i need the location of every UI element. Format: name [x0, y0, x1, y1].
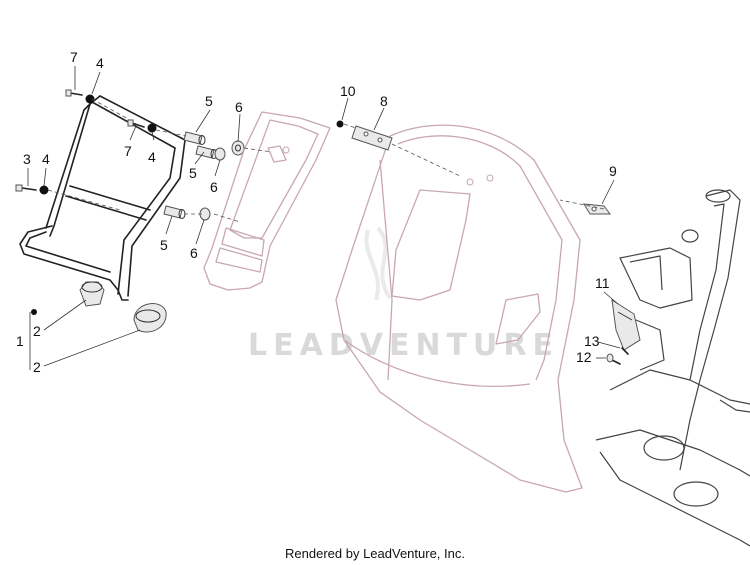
spacer-5-lower	[163, 205, 186, 219]
watermark-text: LEADVENTURE	[248, 328, 559, 363]
callout-12: 12	[576, 349, 592, 365]
nut-4-left	[39, 185, 49, 195]
screw-3	[15, 184, 37, 192]
callout-7-top: 7	[70, 49, 78, 65]
leg-shield	[335, 124, 583, 493]
clip-9	[583, 203, 611, 215]
callout-4-top: 4	[96, 55, 104, 71]
callout-4-left: 4	[42, 151, 50, 167]
callout-13: 13	[584, 333, 600, 349]
screw-7-top	[65, 89, 83, 97]
washer-6-upper	[231, 140, 245, 156]
callout-3: 3	[23, 151, 31, 167]
callout-4-middle: 4	[148, 149, 156, 165]
nut-4-middle	[147, 123, 157, 133]
leader-lines	[27, 66, 621, 370]
screw-7-middle	[127, 119, 145, 128]
callout-5-middle: 5	[189, 165, 197, 181]
bracket-8	[351, 125, 393, 151]
callout-11: 11	[595, 275, 610, 291]
nut-10	[336, 120, 344, 128]
front-horn-cover	[203, 111, 331, 291]
callout-5-top: 5	[205, 93, 213, 109]
callout-6-top: 6	[235, 99, 243, 115]
bracket-11	[611, 299, 641, 351]
washer-6-middle	[214, 147, 226, 161]
callout-2-lower: 2	[33, 359, 41, 375]
callout-2-upper: 2	[33, 323, 41, 339]
rubber-buffer-upper	[79, 281, 105, 307]
spacer-5-upper	[183, 131, 206, 145]
callout-5-lower: 5	[160, 237, 168, 253]
screw-12	[606, 353, 621, 365]
assembly-lines	[47, 98, 605, 223]
callout-10: 10	[340, 83, 356, 99]
nut-4-top	[85, 94, 95, 104]
callout-6-lower: 6	[190, 245, 198, 261]
scooter-chassis-frame	[595, 189, 750, 547]
callout-7-middle: 7	[124, 143, 132, 159]
callout-8: 8	[380, 93, 388, 109]
render-credit: Rendered by LeadVenture, Inc.	[285, 546, 465, 561]
callout-9: 9	[609, 163, 617, 179]
clip-13	[621, 347, 629, 355]
watermark-logo	[364, 226, 392, 301]
spacer-5-middle	[195, 145, 218, 159]
front-rack-frame	[19, 95, 186, 301]
callout-6-middle: 6	[210, 179, 218, 195]
callout-1: 1	[16, 333, 24, 349]
callout-labels: 7 4 5 6 10 8 7 4 5 6 3 4 9 5 6 11 13 12 …	[16, 49, 617, 375]
rubber-buffer-lower	[133, 303, 167, 333]
